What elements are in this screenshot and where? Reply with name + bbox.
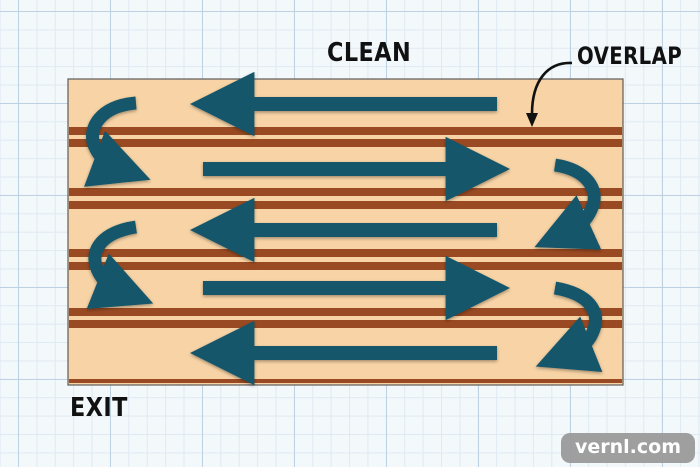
overlap-seam-3a: [69, 249, 622, 257]
overlap-seams: [69, 127, 622, 383]
overlap-seam-1a: [69, 127, 622, 135]
overlap-seam-2a: [69, 188, 622, 196]
u-turn-arrow-icon: [535, 281, 603, 373]
exit-label: EXIT: [70, 393, 128, 423]
u-turn-arrow-icon: [534, 158, 602, 250]
bottom-edge-seam: [69, 379, 622, 383]
overlap-label: OVERLAP: [577, 42, 683, 70]
u-turn-arrow-icon: [84, 96, 151, 187]
clean-label: CLEAN: [327, 38, 412, 68]
overlap-seam-4b: [69, 320, 622, 328]
overlap-seam-1b: [69, 139, 622, 147]
overlap-seam-3b: [69, 262, 622, 270]
watermark-text: vernl.com: [574, 436, 681, 458]
overlap-seam-2b: [69, 201, 622, 209]
watermark-badge: vernl.com: [561, 433, 695, 463]
overlap-seam-4a: [69, 308, 622, 316]
overlap-pointer-arrow-icon: [526, 61, 573, 127]
u-turn-arrow-icon: [86, 220, 154, 310]
